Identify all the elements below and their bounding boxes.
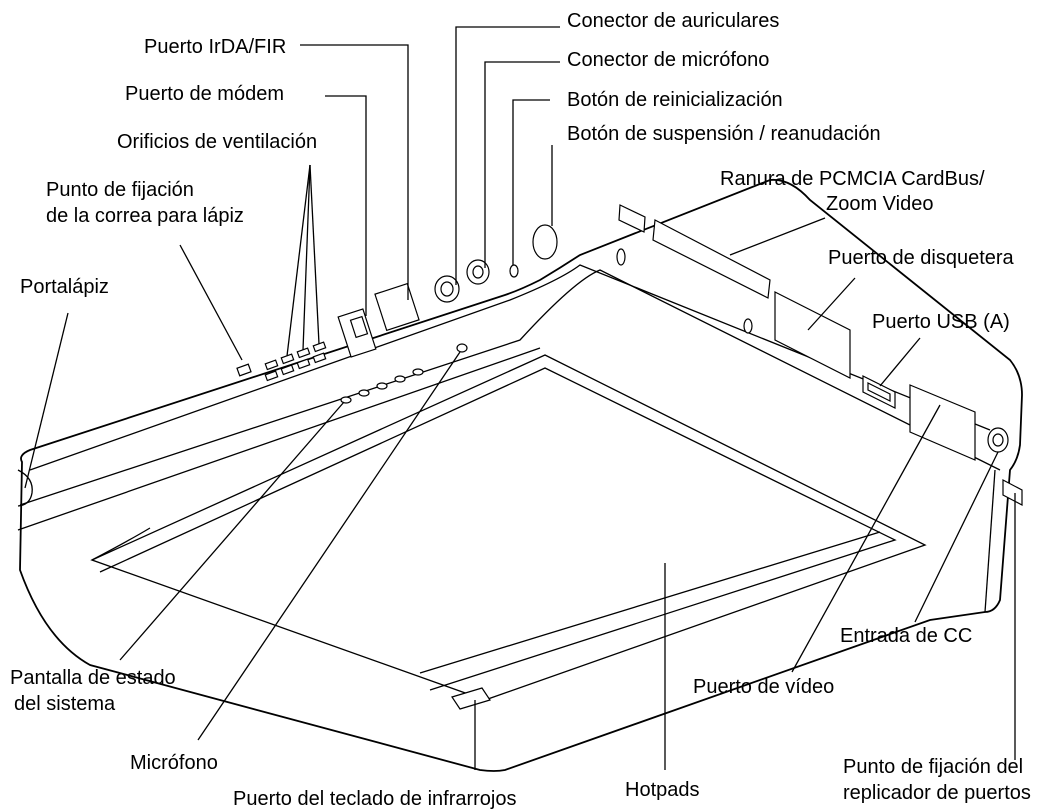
leader-vents [310,165,319,344]
label-ir-keyboard: Puerto del teclado de infrarrojos [233,788,517,810]
label-modem: Puerto de módem [125,83,284,105]
leader-strap [180,245,242,360]
leader-irda [300,45,408,300]
headphone-jack-inner [441,282,453,296]
label-video: Puerto de vídeo [693,676,834,698]
status-led [359,390,369,396]
label-mic-jack: Conector de micrófono [567,49,769,71]
label-microphone: Micrófono [130,752,218,774]
status-led [395,376,405,382]
status-led [341,397,351,403]
vent-slot [265,360,277,369]
suspend-button [533,225,557,259]
label-dc-in: Entrada de CC [840,625,972,647]
strap-point [237,364,251,376]
microphone-hole [457,344,467,352]
status-led [377,383,387,389]
label-vents: Orificios de ventilación [117,131,317,153]
label-status-1: Pantalla de estado [10,667,176,689]
reset-button [510,265,518,277]
side-screw [744,319,752,333]
label-status-2: del sistema [14,693,116,715]
label-strap-1: Punto de fijación [46,179,194,201]
label-reset: Botón de reinicialización [567,89,783,111]
label-hotpads: Hotpads [625,779,700,801]
leader-modem [325,96,366,316]
label-headphone: Conector de auriculares [567,10,779,32]
label-strap-2: de la correa para lápiz [46,205,244,227]
label-pen-holder: Portalápiz [20,276,109,298]
side-screw [617,249,625,265]
label-usb: Puerto USB (A) [872,311,1010,333]
label-replicator-2: replicador de puertos [843,782,1031,804]
irda-port [375,284,419,331]
label-replicator-1: Punto de fijación del [843,756,1023,778]
dc-in-port-inner [993,434,1003,446]
label-irda: Puerto IrDA/FIR [144,36,286,58]
status-led [413,369,423,375]
slot-cover [619,205,645,232]
label-pcmcia-2: Zoom Video [826,193,933,215]
label-pcmcia-1: Ranura de PCMCIA CardBus/ [720,168,985,190]
label-floppy: Puerto de disquetera [828,247,1015,269]
label-suspend: Botón de suspensión / reanudación [567,123,881,145]
mic-jack-inner [473,266,483,278]
